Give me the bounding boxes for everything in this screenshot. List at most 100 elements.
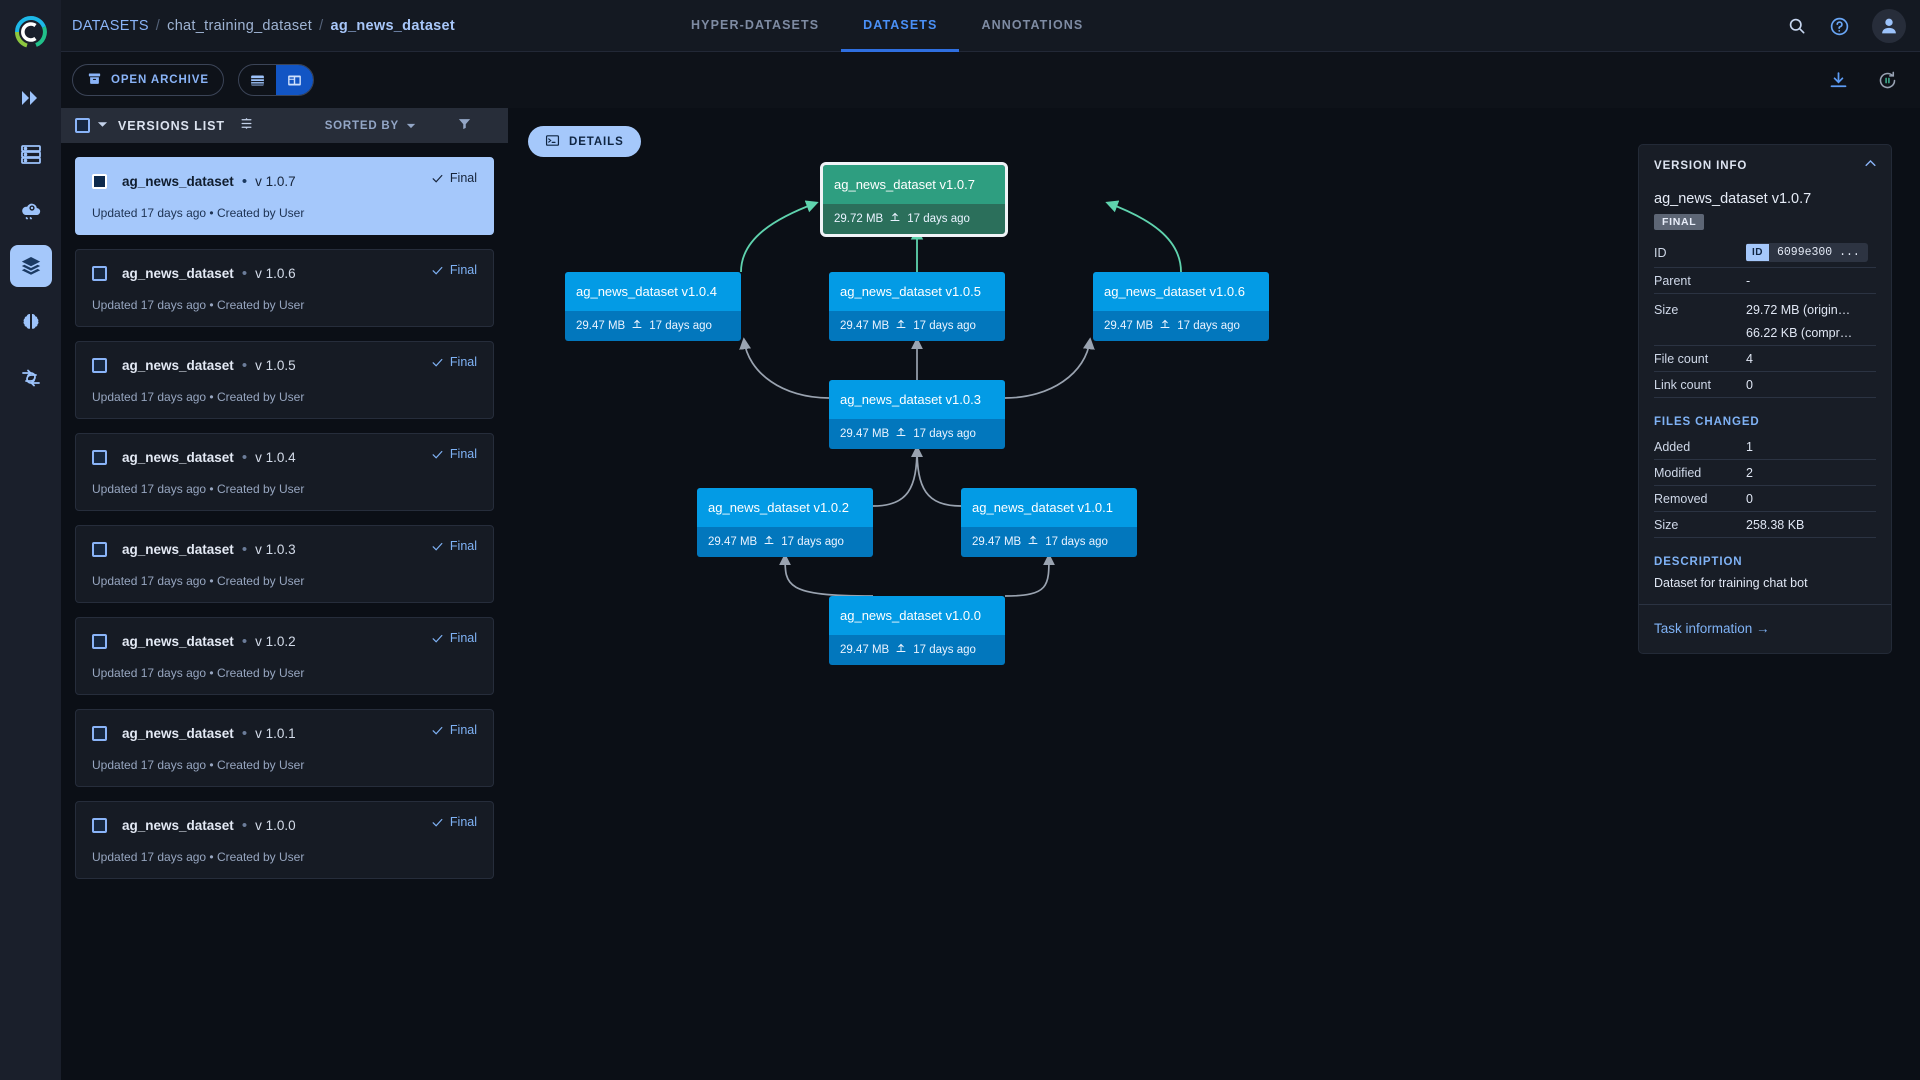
graph-node-meta: 29.47 MB 17 days ago [829,311,1005,341]
row-checkbox[interactable] [92,173,107,189]
graph-node-v104[interactable]: ag_news_dataset v1.0.4 29.47 MB 17 days … [565,272,741,341]
breadcrumb-parent[interactable]: chat_training_dataset [167,17,313,34]
graph-node-meta: 29.47 MB 17 days ago [829,635,1005,665]
row-checkbox[interactable] [92,357,107,373]
graph-node-v103[interactable]: ag_news_dataset v1.0.3 29.47 MB 17 days … [829,380,1005,449]
table-view-icon[interactable] [239,65,276,95]
graph-node-v100[interactable]: ag_news_dataset v1.0.0 29.47 MB 17 days … [829,596,1005,665]
chevron-down-icon[interactable] [97,117,108,135]
graph-node-v105[interactable]: ag_news_dataset v1.0.5 29.47 MB 17 days … [829,272,1005,341]
id-pill[interactable]: ID 6099e300 ... [1746,243,1868,262]
download-icon[interactable] [1828,70,1849,91]
left-rail [0,0,61,1080]
tab-hyper-datasets[interactable]: HYPER-DATASETS [691,17,820,32]
breadcrumb-root[interactable]: DATASETS [72,17,149,34]
list-item-version: v 1.0.1 [255,725,296,741]
versions-list-scroll[interactable]: ag_news_dataset • v 1.0.7 Final Updated … [61,143,508,1080]
sidebar-item-data[interactable] [9,245,52,287]
list-item-name: ag_news_dataset [122,265,234,281]
info-value: 258.38 KB [1746,517,1805,532]
row-checkbox[interactable] [92,817,107,833]
list-item-version: v 1.0.4 [255,449,296,465]
info-row-file-count: File count 4 [1654,346,1876,372]
list-item[interactable]: ag_news_dataset • v 1.0.7 Final Updated … [75,157,494,235]
view-toggle [237,64,314,96]
list-item-name: ag_news_dataset [122,633,234,649]
select-all-checkbox[interactable] [75,118,90,133]
upload-icon [895,642,907,657]
sort-settings-icon[interactable] [239,116,254,136]
list-item[interactable]: ag_news_dataset • v 1.0.4 Final Updated … [75,433,494,511]
list-item-meta: Updated 17 days ago • Created by User [92,390,305,404]
sidebar-item-datasets[interactable] [10,133,52,175]
separator-dot: • [241,724,248,742]
graph-node-size: 29.47 MB [840,319,890,332]
tab-datasets[interactable]: DATASETS [841,0,960,52]
row-checkbox[interactable] [92,633,107,649]
search-icon[interactable] [1787,16,1807,36]
status-badge: Final [431,539,477,553]
open-archive-label: OPEN ARCHIVE [111,74,209,86]
filter-icon[interactable] [457,116,472,136]
status-badge: Final [431,355,477,369]
row-checkbox[interactable] [92,541,107,557]
separator-dot: • [241,356,248,374]
auto-refresh-icon[interactable] [1877,70,1898,91]
app-logo[interactable] [0,0,61,63]
chevron-up-icon[interactable] [1863,156,1878,176]
list-item-name: ag_news_dataset [122,357,234,373]
upload-icon [889,211,901,226]
graph-node-title: ag_news_dataset v1.0.4 [565,272,741,311]
sidebar-item-orchestration[interactable] [10,189,52,231]
separator-dot: • [241,264,248,282]
nav-tabs: HYPER-DATASETS DATASETS ANNOTATIONS [669,0,1105,52]
sidebar-item-models[interactable] [10,301,52,343]
detail-view-icon[interactable] [275,65,313,95]
list-item[interactable]: ag_news_dataset • v 1.0.0 Final Updated … [75,801,494,879]
graph-node-age: 17 days ago [913,319,976,332]
graph-node-size: 29.47 MB [972,535,1022,548]
list-item[interactable]: ag_news_dataset • v 1.0.2 Final Updated … [75,617,494,695]
list-item[interactable]: ag_news_dataset • v 1.0.6 Final Updated … [75,249,494,327]
graph-node-meta: 29.72 MB 17 days ago [823,204,1005,234]
info-key: Size [1654,302,1679,317]
sidebar-item-pipelines[interactable] [10,357,52,399]
separator-dot: • [241,632,248,650]
row-checkbox[interactable] [92,725,107,741]
graph-node-v106[interactable]: ag_news_dataset v1.0.6 29.47 MB 17 days … [1093,272,1269,341]
tab-annotations[interactable]: ANNOTATIONS [981,17,1084,32]
files-changed-row-size: Size 258.38 KB [1654,512,1876,538]
list-item[interactable]: ag_news_dataset • v 1.0.5 Final Updated … [75,341,494,419]
graph-node-v107[interactable]: ag_news_dataset v1.0.7 29.72 MB 17 days … [820,162,1008,237]
graph-node-meta: 29.47 MB 17 days ago [565,311,741,341]
sidebar-item-projects[interactable] [10,77,52,119]
breadcrumb-current: ag_news_dataset [330,17,456,34]
list-item-head: ag_news_dataset • v 1.0.5 Final [92,354,477,376]
graph-node-title: ag_news_dataset v1.0.6 [1093,272,1269,311]
graph-node-age: 17 days ago [913,427,976,440]
separator-dot: • [241,448,248,466]
help-circle-icon[interactable] [1829,16,1850,37]
task-information-link[interactable]: Task information → [1654,621,1770,636]
graph-node-size: 29.47 MB [576,319,626,332]
avatar[interactable] [1872,9,1906,43]
info-key: ID [1654,245,1667,260]
graph-node-v102[interactable]: ag_news_dataset v1.0.2 29.47 MB 17 days … [697,488,873,557]
graph-node-v101[interactable]: ag_news_dataset v1.0.1 29.47 MB 17 days … [961,488,1137,557]
row-checkbox[interactable] [92,265,107,281]
list-item-meta: Updated 17 days ago • Created by User [92,298,305,312]
details-button[interactable]: DETAILS [528,126,641,157]
sorted-by-control[interactable]: SORTED BY [325,120,416,132]
versions-list-title: VERSIONS LIST [118,118,225,133]
info-key: Added [1654,439,1691,454]
list-item-name: ag_news_dataset [122,725,234,741]
list-item[interactable]: ag_news_dataset • v 1.0.1 Final Updated … [75,709,494,787]
row-checkbox[interactable] [92,449,107,465]
list-item[interactable]: ag_news_dataset • v 1.0.3 Final Updated … [75,525,494,603]
upload-icon [631,318,643,333]
info-row-id: ID ID 6099e300 ... [1654,238,1876,268]
graph-node-age: 17 days ago [649,319,712,332]
open-archive-button[interactable]: OPEN ARCHIVE [72,64,224,96]
list-item-name: ag_news_dataset [122,817,234,833]
